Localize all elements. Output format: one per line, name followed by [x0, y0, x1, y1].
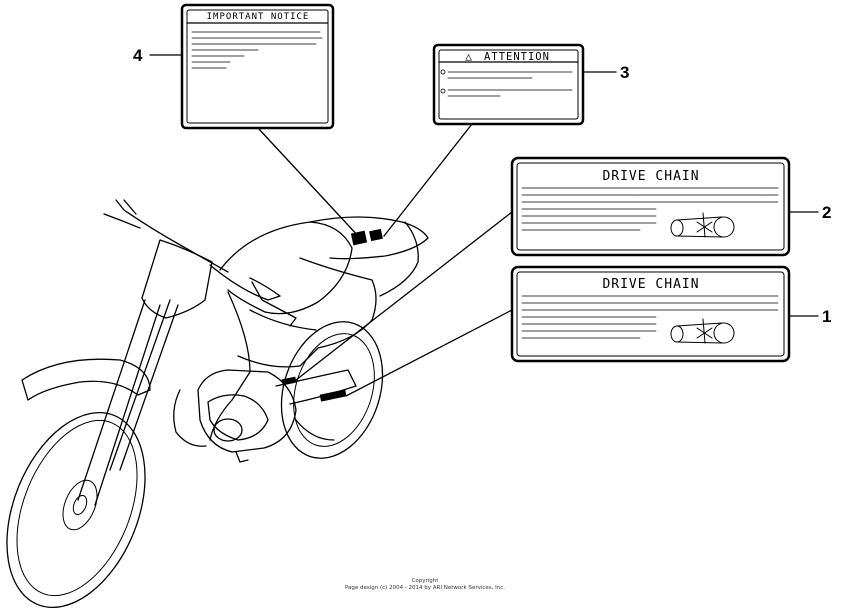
- label-1-pointer: [345, 309, 513, 397]
- callout-3: 3: [620, 63, 629, 82]
- callout-2: 2: [822, 203, 831, 222]
- attention-warning-icon: △: [465, 50, 473, 63]
- callout-4: 4: [133, 46, 143, 65]
- chain-sprocket-icon: [670, 212, 735, 238]
- label-3-pointer: [383, 123, 473, 237]
- important-notice-title: IMPORTANT NOTICE: [207, 12, 310, 22]
- attention-label: [432, 43, 585, 126]
- copyright-line-2: Page design (c) 2004 - 2014 by ARI Netwo…: [344, 585, 506, 591]
- drive-chain-title-upper: DRIVE CHAIN: [602, 169, 699, 184]
- drive-chain-title-lower: DRIVE CHAIN: [602, 277, 699, 292]
- drive-chain-label-lower: [510, 265, 791, 363]
- drive-chain-label-upper: [510, 156, 791, 257]
- attention-title: ATTENTION: [484, 51, 550, 63]
- copyright-line-1: Copyright: [411, 578, 439, 584]
- chain-sprocket-icon: [670, 318, 735, 344]
- label-4-pointer: [257, 127, 361, 239]
- label-2-pointer: [295, 211, 513, 381]
- callout-1: 1: [822, 307, 831, 326]
- rear-wheel: [280, 321, 384, 459]
- front-wheel: [6, 411, 146, 609]
- important-notice-label: [180, 3, 335, 130]
- motorcycle-illustration: [6, 199, 429, 609]
